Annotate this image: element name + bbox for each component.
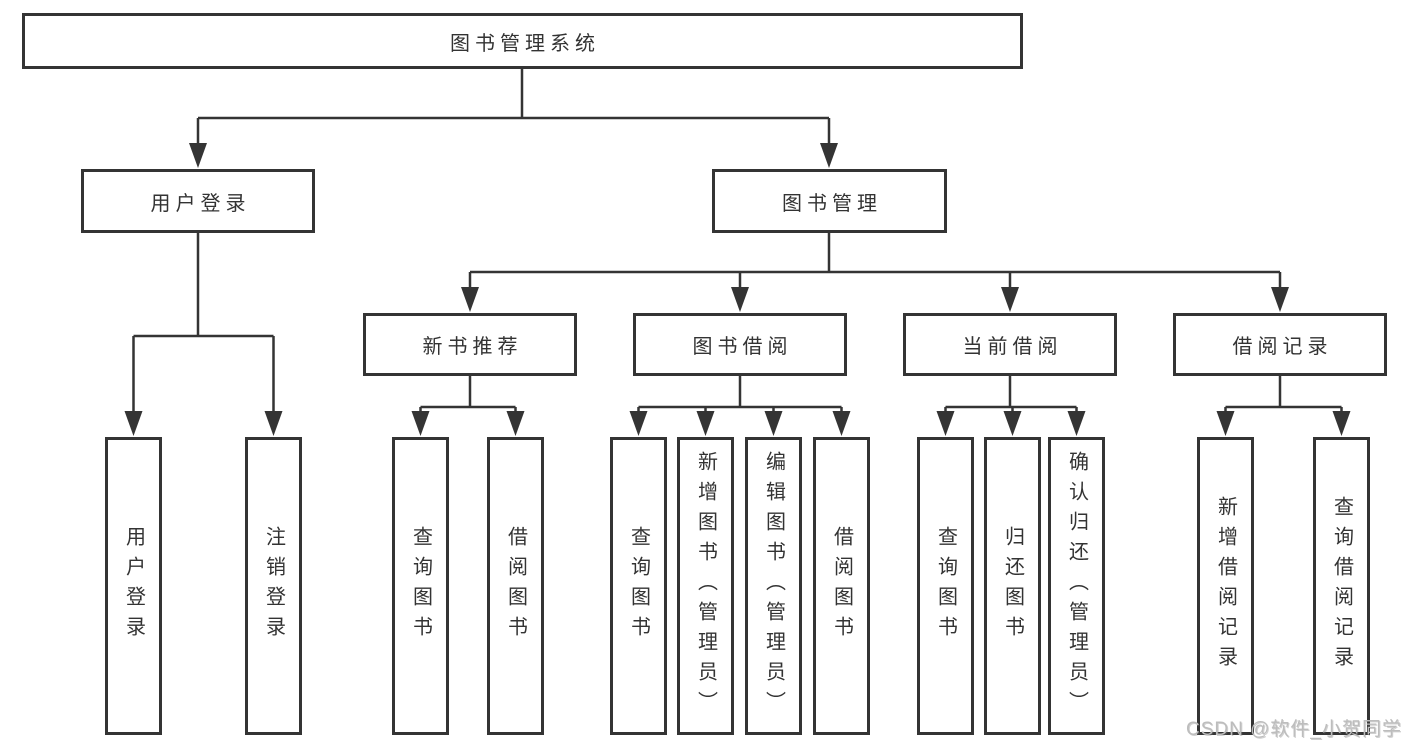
- leaf-add-book-admin: 新增图书（管理员）: [677, 437, 734, 735]
- node-borrowing-records: 借阅记录: [1173, 313, 1387, 376]
- leaf-query-books-recommend-label: 查询图书: [409, 526, 432, 646]
- node-book-borrowing-label: 图书借阅: [692, 336, 793, 358]
- node-new-book-recommend: 新书推荐: [363, 313, 577, 376]
- leaf-query-books-borrowing: 查询图书: [610, 437, 667, 735]
- leaf-user-login: 用户登录: [105, 437, 162, 735]
- leaf-query-borrow-record: 查询借阅记录: [1313, 437, 1370, 735]
- leaf-confirm-return-admin: 确认归还（管理员）: [1048, 437, 1105, 735]
- node-current-borrowing: 当前借阅: [903, 313, 1117, 376]
- leaf-edit-book-admin: 编辑图书（管理员）: [745, 437, 802, 735]
- node-new-book-recommend-label: 新书推荐: [422, 336, 523, 358]
- csdn-watermark: CSDN @软件_小贺同学: [1186, 719, 1402, 740]
- node-user-login: 用户登录: [81, 169, 315, 233]
- node-user-login-label: 用户登录: [150, 192, 251, 215]
- leaf-query-books-recommend: 查询图书: [392, 437, 449, 735]
- leaf-query-books-current: 查询图书: [917, 437, 974, 735]
- leaf-add-borrow-record-label: 新增借阅记录: [1214, 496, 1237, 676]
- leaf-logout-label: 注销登录: [262, 526, 285, 646]
- leaf-query-books-current-label: 查询图书: [934, 526, 957, 646]
- node-root-system: 图书管理系统: [22, 13, 1023, 69]
- leaf-borrow-books-recommend: 借阅图书: [487, 437, 544, 735]
- leaf-return-books-label: 归还图书: [1001, 526, 1024, 646]
- leaf-borrow-books-recommend-label: 借阅图书: [504, 526, 527, 646]
- leaf-return-books: 归还图书: [984, 437, 1041, 735]
- node-root-system-label: 图书管理系统: [450, 32, 600, 55]
- leaf-edit-book-admin-label: 编辑图书（管理员）: [762, 451, 785, 721]
- leaf-add-book-admin-label: 新增图书（管理员）: [694, 451, 717, 721]
- leaf-borrow-books-borrowing: 借阅图书: [813, 437, 870, 735]
- node-book-management: 图书管理: [712, 169, 947, 233]
- leaf-confirm-return-admin-label: 确认归还（管理员）: [1065, 451, 1088, 721]
- leaf-borrow-books-borrowing-label: 借阅图书: [830, 526, 853, 646]
- leaf-user-login-label: 用户登录: [122, 526, 145, 646]
- node-borrowing-records-label: 借阅记录: [1232, 336, 1333, 358]
- leaf-logout: 注销登录: [245, 437, 302, 735]
- node-book-borrowing: 图书借阅: [633, 313, 847, 376]
- node-book-management-label: 图书管理: [782, 192, 882, 215]
- leaf-query-borrow-record-label: 查询借阅记录: [1330, 496, 1353, 676]
- leaf-query-books-borrowing-label: 查询图书: [627, 526, 650, 646]
- node-current-borrowing-label: 当前借阅: [962, 336, 1063, 358]
- leaf-add-borrow-record: 新增借阅记录: [1197, 437, 1254, 735]
